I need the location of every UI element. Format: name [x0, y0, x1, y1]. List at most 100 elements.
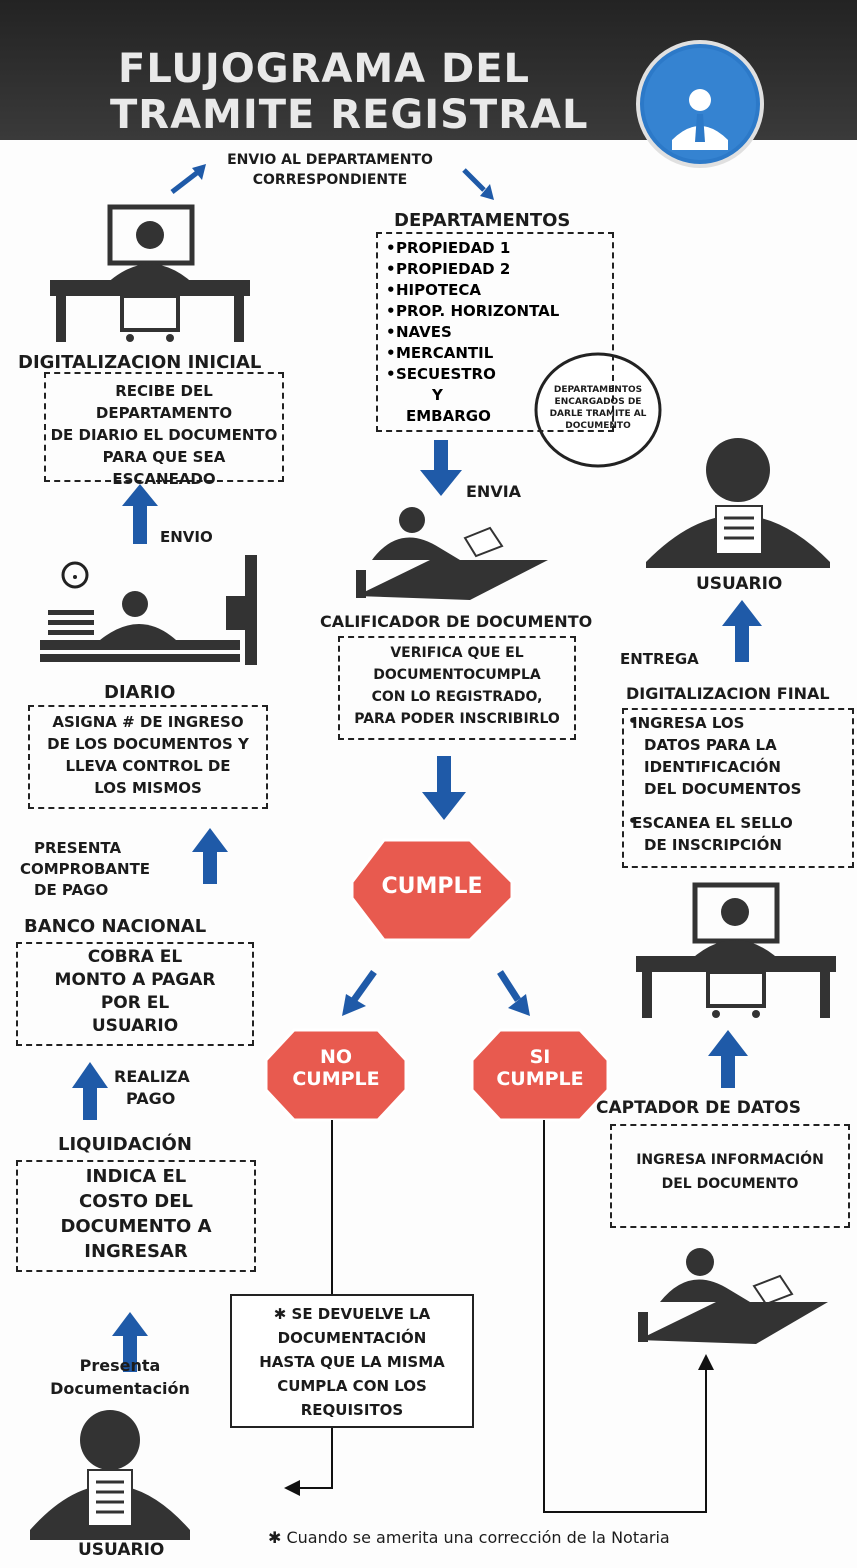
presenta-documentacion-label: Presenta Documentación: [10, 1354, 230, 1400]
digitalizacion-inicial-box: RECIBE DEL DEPARTAMENTO DE DIARIO EL DOC…: [44, 372, 284, 488]
cumple-octagon: [350, 838, 514, 942]
digitalizacion-final-title: DIGITALIZACION FINAL: [626, 684, 830, 703]
liquidacion-line: INGRESAR: [84, 1241, 188, 1262]
circle-line: ENCARGADOS DE: [554, 397, 642, 407]
title-line-1: FLUJOGRAMA DEL: [118, 46, 531, 92]
bullet-dot-1: •: [628, 712, 638, 730]
banco-line: COBRA EL: [87, 947, 183, 967]
dig-final-line: IDENTIFICACIÓN: [644, 758, 781, 776]
dig-final-line: INGRESA LOS: [632, 714, 745, 732]
arrow-up-captador: [708, 1030, 748, 1088]
liquidacion-line: COSTO DEL: [78, 1191, 194, 1212]
arrow-down-calificador: [422, 756, 466, 820]
dig-ini-line: RECIBE DEL DEPARTAMENTO: [95, 382, 233, 422]
diario-title: DIARIO: [104, 682, 176, 703]
presenta-line: COMPROBANTE: [20, 860, 151, 878]
realiza-line: REALIZA: [114, 1067, 190, 1086]
departamento-item: •MERCANTIL: [386, 344, 494, 362]
arrow-down-envia: [420, 440, 462, 496]
dig-final-line: DEL DOCUMENTOS: [644, 780, 802, 798]
calificador-title: CALIFICADOR DE DOCUMENTO: [320, 612, 593, 631]
si-cumple-label: SI CUMPLE: [472, 1046, 608, 1090]
liquidacion-title: LIQUIDACIÓN: [58, 1134, 192, 1155]
dig-final-bullet-2: ESCANEA EL SELLO DE INSCRIPCIÓN: [630, 812, 852, 856]
banco-text: COBRA EL MONTO A PAGAR POR EL USUARIO: [18, 944, 252, 1038]
diario-line: LOS MISMOS: [94, 779, 202, 797]
si-cumple-connector: [543, 1120, 714, 1513]
diario-text: ASIGNA # DE INGRESO DE LOS DOCUMENTOS Y …: [30, 707, 266, 799]
captador-line: INGRESA INFORMACIÓN: [636, 1152, 824, 1168]
digitalizacion-inicial-text: RECIBE DEL DEPARTAMENTO DE DIARIO EL DOC…: [46, 374, 282, 490]
departamentos-circle: [534, 352, 662, 468]
presenta-line: DE PAGO: [34, 881, 109, 899]
dig-ini-line: ESCANEADO: [112, 470, 216, 488]
no-cumple-line1: NO: [319, 1046, 353, 1068]
si-cumple-line1: SI: [529, 1046, 551, 1068]
devuelve-box: ✱ SE DEVUELVE LA DOCUMENTACIÓN HASTA QUE…: [230, 1294, 474, 1428]
departamento-item-embargo: EMBARGO: [406, 407, 491, 425]
calificador-box: VERIFICA QUE EL DOCUMENTOCUMPLA CON LO R…: [338, 636, 576, 740]
departamento-item: •PROPIEDAD 2: [386, 260, 511, 278]
digitalizacion-inicial-title: DIGITALIZACION INICIAL: [18, 352, 262, 373]
captador-text: INGRESA INFORMACIÓN DEL DOCUMENTO: [612, 1126, 848, 1196]
usuario-bottom-title: USUARIO: [78, 1540, 165, 1560]
liquidacion-box: INDICA EL COSTO DEL DOCUMENTO A INGRESAR: [16, 1160, 256, 1272]
final-desk-computer-icon: [636, 882, 836, 1018]
banco-line: MONTO A PAGAR: [54, 970, 216, 990]
presenta-comprobante-label: PRESENTA COMPROBANTE DE PAGO: [20, 838, 150, 901]
arrow-up-realiza: [72, 1062, 108, 1120]
dig-ini-line: DE DIARIO EL DOCUMENTO: [50, 426, 278, 444]
presenta-doc-line: Presenta: [79, 1356, 161, 1375]
departamento-item: •SECUESTRO: [386, 365, 496, 383]
departamentos-list: •PROPIEDAD 1 •PROPIEDAD 2 •HIPOTECA •PRO…: [378, 234, 612, 427]
footnote: ✱ Cuando se amerita una corrección de la…: [268, 1528, 670, 1547]
si-cumple-line2: CUMPLE: [496, 1068, 584, 1090]
arrow-to-no-cumple: [342, 969, 377, 1016]
captador-line: DEL DOCUMENTO: [661, 1176, 799, 1192]
departamento-item: •HIPOTECA: [386, 281, 481, 299]
banco-box: COBRA EL MONTO A PAGAR POR EL USUARIO: [16, 942, 254, 1046]
no-cumple-connector: [284, 1120, 333, 1496]
devuelve-line: DOCUMENTACIÓN: [277, 1329, 427, 1347]
arrow-up-envio: [122, 484, 158, 544]
departamentos-circle-text: DEPARTAMENTOS ENCARGADOS DE DARLE TRAMIT…: [538, 384, 658, 432]
presenta-line: PRESENTA: [34, 839, 122, 857]
diario-desk-icon: [40, 555, 257, 665]
departamento-item-y: Y: [432, 386, 443, 404]
captador-writing-icon: [638, 1248, 828, 1344]
desk-computer-icon: [50, 204, 250, 342]
arrow-up-entrega: [722, 600, 762, 662]
envio-label-line1: ENVIO AL DEPARTAMENTO: [227, 152, 433, 168]
no-cumple-label: NO CUMPLE: [266, 1046, 406, 1090]
devuelve-line: REQUISITOS: [300, 1401, 404, 1419]
user-top-icon: [646, 438, 830, 568]
dig-final-line: ESCANEA EL SELLO: [632, 814, 793, 832]
dig-ini-line: PARA QUE SEA: [102, 448, 226, 466]
si-cumple-octagon: [470, 1028, 610, 1122]
digitalizacion-final-text: INGRESA LOS DATOS PARA LA IDENTIFICACIÓN…: [624, 710, 852, 856]
calificador-line: VERIFICA QUE EL: [390, 645, 524, 661]
question-person-icon: [636, 40, 764, 168]
devuelve-text: ✱ SE DEVUELVE LA DOCUMENTACIÓN HASTA QUE…: [232, 1296, 472, 1422]
arrow-to-departamentos: [462, 168, 494, 200]
envia-label: ENVIA: [466, 482, 522, 501]
envio-label: ENVIO: [160, 528, 213, 546]
envio-label-line2: CORRESPONDIENTE: [252, 172, 408, 188]
departamento-item: •PROPIEDAD 1: [386, 239, 511, 257]
circle-line: DEPARTAMENTOS: [553, 385, 643, 395]
digitalizacion-final-box: INGRESA LOS DATOS PARA LA IDENTIFICACIÓN…: [622, 708, 854, 868]
envio-departamento-label: ENVIO AL DEPARTAMENTO CORRESPONDIENTE: [210, 150, 450, 190]
calificador-text: VERIFICA QUE EL DOCUMENTOCUMPLA CON LO R…: [340, 638, 574, 730]
pago-line: PAGO: [126, 1089, 176, 1108]
usuario-top-title: USUARIO: [696, 574, 783, 594]
banco-line: POR EL: [100, 993, 170, 1013]
dig-final-line: DE INSCRIPCIÓN: [644, 836, 782, 854]
arrow-up-presenta-doc: [112, 1312, 148, 1372]
entrega-label: ENTREGA: [620, 650, 699, 668]
devuelve-line: ✱ SE DEVUELVE LA: [273, 1305, 431, 1323]
dig-final-bullet-1: INGRESA LOS DATOS PARA LA IDENTIFICACIÓN…: [630, 712, 852, 800]
circle-line: DARLE TRAMITE AL: [549, 409, 647, 419]
calificador-line: CON LO REGISTRADO,: [371, 689, 543, 705]
